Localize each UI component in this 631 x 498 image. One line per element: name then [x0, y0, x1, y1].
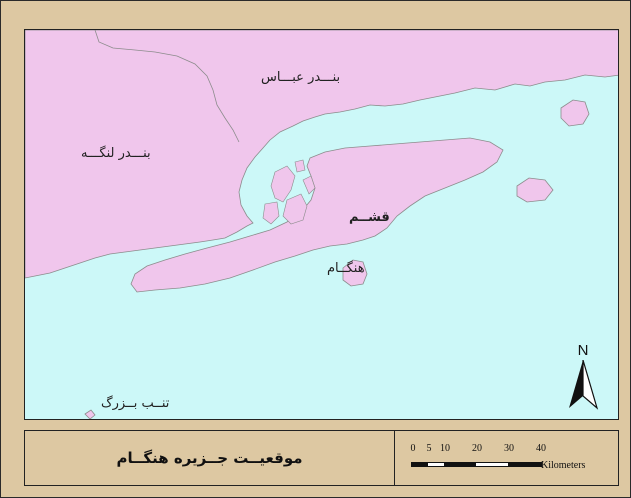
north-arrow: N: [565, 342, 601, 412]
label-tonb-bozorg: تنــب بــزرگ: [101, 396, 170, 411]
map-panel[interactable]: بنـــدر عبـــاس بنـــدر لنگـــه قشــم هن…: [24, 29, 619, 420]
qeshm-island: [130, 137, 504, 293]
label-hengam: هنگــام: [327, 261, 365, 276]
scale-tick: 20: [472, 443, 482, 454]
province-border: [94, 30, 240, 143]
north-label: N: [577, 342, 589, 359]
north-arrow-icon: [569, 360, 599, 410]
scale-unit: Kilometers: [541, 460, 586, 471]
label-qeshm: قشــم: [349, 210, 390, 225]
tonb-bozorg-island: [84, 409, 96, 419]
map-canvas: [25, 30, 618, 419]
scale-bar-box: 0 5 10 20 30 40 Kilometers: [395, 430, 619, 486]
mangrove-islets: [262, 159, 316, 225]
island-east-top: [560, 99, 590, 127]
scale-tick: 10: [440, 443, 450, 454]
scale-bar: [411, 462, 542, 467]
label-bandar-abbas: بنـــدر عبـــاس: [261, 70, 341, 85]
mainland-coast: [25, 30, 618, 279]
scale-tick: 0: [410, 443, 416, 454]
scale-tick: 30: [504, 443, 514, 454]
hengam-island: [342, 259, 368, 287]
scale-tick: 5: [426, 443, 432, 454]
label-bandar-lengeh: بنـــدر لنگـــه: [81, 146, 151, 161]
map-title-box: موقعیــت جــزیره هنگــام: [24, 430, 395, 486]
map-title: موقعیــت جــزیره هنگــام: [116, 449, 303, 467]
island-east-mid: [516, 177, 554, 203]
scale-tick: 40: [536, 443, 546, 454]
